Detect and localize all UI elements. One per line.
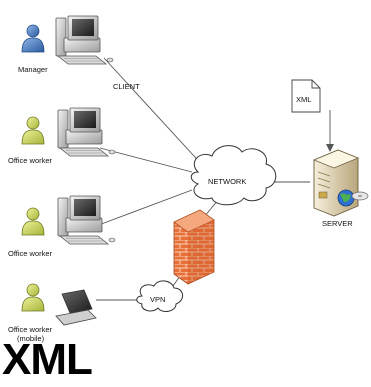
client-label: CLIENT — [113, 82, 140, 91]
network-label: NETWORK — [208, 177, 246, 186]
vpn-label: VPN — [150, 295, 165, 304]
firewall-icon — [173, 209, 215, 285]
link-manager-network — [103, 57, 206, 169]
link-office1-network — [99, 147, 193, 173]
office-worker-mobile-person-icon — [21, 283, 45, 312]
manager-person-icon — [21, 24, 45, 53]
office-worker-2-person-icon — [21, 207, 45, 236]
office-worker-mobile-label: Office worker — [8, 325, 53, 334]
xml-document-label: XML — [296, 95, 311, 104]
manager-desktop-icon — [55, 15, 114, 65]
office-worker-1-person-icon — [21, 116, 45, 145]
vpn-cloud-icon — [136, 280, 183, 312]
office-worker-2-label: Office worker — [8, 249, 53, 258]
network-cloud-icon — [190, 145, 277, 206]
page-title: XML — [2, 335, 93, 384]
network-diagram: Manager CLIENT Office worker Office work… — [8, 15, 369, 334]
server-label: SERVER — [322, 219, 353, 228]
xml-document-icon — [291, 79, 321, 113]
laptop-icon — [55, 289, 97, 326]
disk-icon — [351, 191, 369, 201]
office-worker-mobile-label-line2: (mobile) — [17, 334, 45, 343]
manager-label: Manager — [18, 65, 48, 74]
office-worker-1-desktop-icon — [57, 107, 116, 157]
office-worker-2-desktop-icon — [57, 195, 116, 245]
globe-icon — [337, 189, 355, 207]
office-worker-1-label: Office worker — [8, 156, 53, 165]
link-office2-network — [95, 189, 193, 227]
document-to-server-arrow — [326, 110, 334, 152]
server-icon — [313, 149, 359, 217]
